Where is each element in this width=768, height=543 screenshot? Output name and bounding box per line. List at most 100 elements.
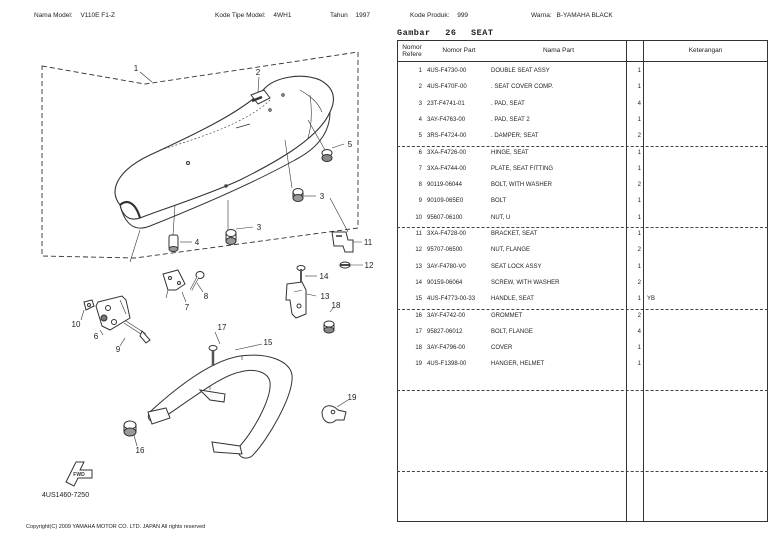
part-name-cell: NUT, U [491, 214, 511, 221]
u-nut [83, 299, 95, 311]
part-name-cell: BOLT [491, 198, 507, 205]
qty-cell: 1 [637, 361, 641, 368]
callout-2: 2 [256, 68, 261, 77]
part-name-cell: COVER [491, 345, 513, 352]
callout-15: 15 [264, 338, 273, 347]
double-seat-drawing [114, 75, 334, 229]
bolt-with-washer-8 [189, 271, 205, 291]
part-name-cell: NUT, FLANGE [491, 247, 531, 254]
part-name-cell: DOUBLE SEAT ASSY [491, 68, 550, 74]
product-code-label: Kode Produk: [410, 12, 450, 19]
callout-12: 12 [365, 261, 374, 270]
callout-3b: 3 [257, 223, 262, 232]
grommet [123, 420, 137, 437]
qty-cell: 1 [637, 84, 641, 91]
ref-cell: 6 [418, 149, 422, 156]
qty-cell: 1 [637, 214, 641, 221]
qty-cell: 1 [637, 198, 641, 205]
qty-cell: 1 [637, 296, 641, 303]
remarks-cell: YB [647, 296, 656, 303]
callout-14: 14 [320, 272, 329, 281]
callout-13: 13 [321, 292, 330, 301]
flange-bolt-17 [208, 345, 218, 366]
part-no-cell: 3XA-F4744-00 [427, 165, 467, 172]
qty-cell: 1 [637, 231, 641, 237]
part-no-cell: 4US-F470F-00 [427, 84, 467, 91]
part-name-cell: GROMMET [491, 312, 523, 319]
qty-cell: 1 [637, 345, 641, 352]
assembly-boundary [41, 51, 359, 259]
qty-cell: 1 [637, 165, 641, 172]
callout-4: 4 [195, 238, 200, 247]
callout-5: 5 [348, 140, 353, 149]
part-no-cell: 4US-F1398-00 [427, 361, 467, 368]
part-no-cell: 90109-065E0 [427, 198, 464, 205]
ref-cell: 7 [418, 165, 422, 172]
color-value: B-YAMAHA BLACK [556, 12, 613, 19]
qty-cell: 1 [637, 116, 641, 123]
qty-cell: 2 [637, 312, 641, 319]
qty-cell: 4 [637, 100, 641, 107]
figure-code: 4US1460-7250 [42, 492, 89, 499]
ref-cell: 15 [415, 296, 422, 303]
callout-numbers: 1 2 3 3 4 5 6 7 8 9 10 11 12 13 14 15 16… [72, 64, 374, 455]
col-header-part-no: Nomor Part [442, 47, 476, 54]
callout-7: 7 [185, 303, 190, 312]
color-label: Warna: [531, 12, 552, 19]
forward-arrow-icon: FWD [65, 461, 93, 487]
part-name-cell: BRACKET, SEAT [491, 231, 538, 237]
callout-11: 11 [364, 238, 373, 247]
part-no-cell: 95827-06012 [427, 328, 463, 335]
part-name-cell: SEAT LOCK ASSY [491, 263, 542, 270]
part-no-cell: 3XA-F4726-00 [427, 149, 467, 156]
ref-cell: 9 [418, 198, 422, 205]
part-no-cell: 3AY-F4742-00 [427, 312, 466, 319]
seat-dampers [321, 149, 333, 162]
callout-8: 8 [204, 292, 209, 301]
lock-cover [323, 320, 335, 334]
copyright-text: Copyright(C) 2009 YAMAHA MOTOR CO. LTD. … [26, 524, 206, 530]
qty-cell: 1 [637, 149, 641, 156]
ref-cell: 14 [415, 279, 422, 286]
seat-pad-2 [168, 234, 179, 252]
model-type-label: Kode Tipe Model: [215, 12, 266, 19]
part-name-cell: . PAD, SEAT [491, 100, 525, 107]
year-value: 1997 [355, 12, 370, 19]
seat-pads [225, 188, 304, 245]
part-no-cell: 3AY-F4780-V0 [427, 263, 466, 270]
callout-1: 1 [134, 64, 139, 73]
part-no-cell: 3AY-F4763-00 [427, 116, 466, 123]
ref-cell: 5 [418, 133, 422, 140]
table-row: 16 3AY-F4742-00 GROMMET 2 [397, 309, 768, 325]
callout-18: 18 [332, 301, 341, 310]
product-code-value: 999 [457, 12, 469, 19]
color-field: Warna: B-YAMAHA BLACK [531, 12, 613, 19]
ref-cell: 16 [415, 312, 422, 319]
helmet-hanger [321, 405, 347, 424]
part-name-cell: HANGER, HELMET [491, 361, 545, 368]
table-row: 9 90109-065E0 BOLT 1 [397, 194, 768, 210]
exploded-parts-diagram: FWD 1 2 3 3 4 5 6 7 8 9 10 11 12 13 14 1… [41, 51, 374, 499]
callout-17: 17 [218, 323, 227, 332]
figure-title: Gambar 26 SEAT [397, 28, 502, 38]
part-no-cell: 23T-F4741-01 [427, 100, 465, 107]
figure-number: 26 [445, 28, 457, 38]
ref-cell: 10 [415, 214, 422, 221]
part-no-cell: 95707-06500 [427, 247, 463, 254]
ref-cell: 13 [415, 263, 422, 270]
callout-19: 19 [348, 393, 357, 402]
part-no-cell: 3XA-F4728-00 [427, 231, 467, 237]
model-type-field: Kode Tipe Model: 4WH1 [215, 12, 291, 19]
qty-cell: 1 [637, 263, 641, 270]
callout-10: 10 [72, 320, 81, 329]
